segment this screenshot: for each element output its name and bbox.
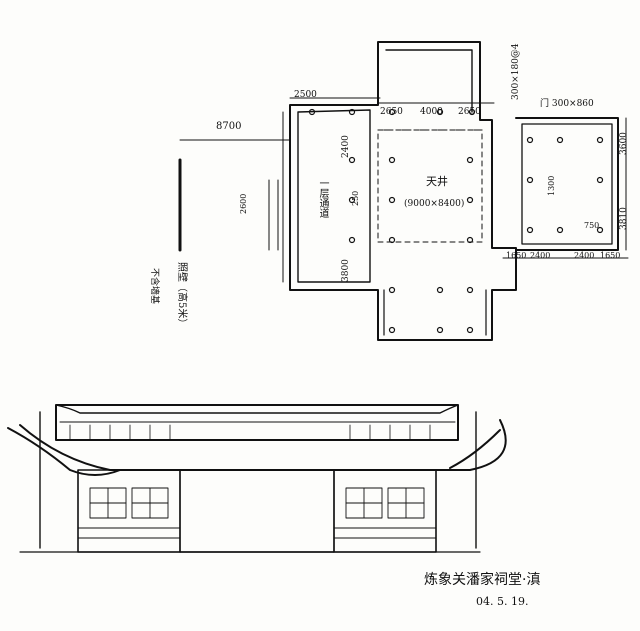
floor-plan [178,41,629,341]
front-elevation [7,404,507,553]
passage-label: 一层通道 [317,178,328,218]
sketch-date: 04. 5. 19. [476,595,529,608]
right-span-2: 3600 [619,132,629,155]
left-span-1: 2400 [341,135,351,158]
right-column-spec: 300×180@4 [511,43,521,100]
gate-column: 门 300×860 [540,99,594,109]
bottom-right-dim-3: 2400 [574,251,595,260]
top-row-dim-3: 4000 [420,107,443,117]
gate-width-dim: 8700 [216,121,242,132]
top-row-dim-1: 2500 [294,90,317,100]
courtyard-label: 天井 [426,175,448,188]
sketch-caption: 炼象关潘家祠堂·滇 [424,572,541,588]
top-row-dim-2: 2650 [380,107,403,117]
wall-dim: 250 [351,190,360,206]
screen-wall-note: 不含墙基 [149,268,159,305]
right-span-3: 750 [584,221,600,230]
bottom-right-dim-4: 1650 [600,251,621,260]
bottom-right-dim-2: 2400 [530,251,551,260]
bottom-right-dim-1: 1650 [506,251,527,260]
courtyard-size: (9000×8400) [404,199,465,209]
screen-wall-label: 照壁（高5米） [176,262,187,329]
top-row-dim-4: 2650 [458,107,481,117]
misc-dim-2: 2600 [239,193,248,214]
left-span-2: 3800 [341,259,351,282]
misc-dim-1: 1300 [547,175,556,196]
right-span-1: 3810 [619,207,629,230]
